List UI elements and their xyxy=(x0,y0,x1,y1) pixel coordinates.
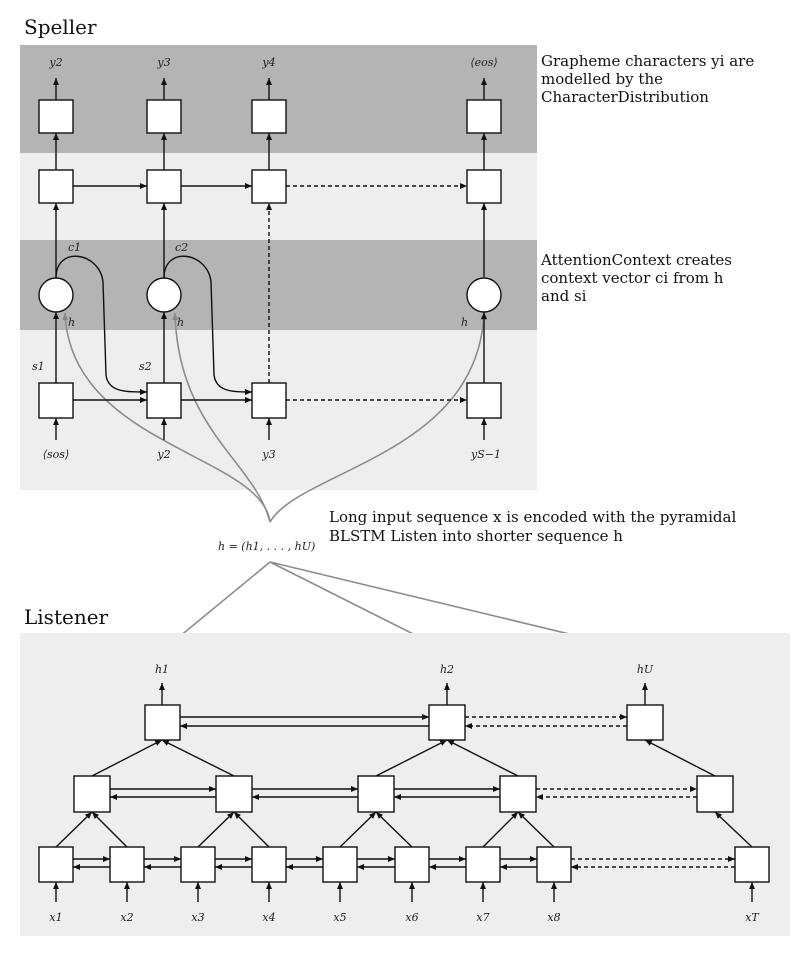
note-line: context vector ci from h xyxy=(541,269,724,287)
h-sequence-label: h = (h1, . . . , hU) xyxy=(218,540,315,553)
listener-connections xyxy=(53,683,755,902)
speller-upper-lstm-box xyxy=(38,169,74,204)
speller-upper-lstm-box xyxy=(466,169,502,204)
encoder-note: Long input sequence x is encoded with th… xyxy=(329,508,736,545)
attention-note: AttentionContext creates context vector … xyxy=(540,251,732,305)
speller-band-attention xyxy=(20,240,537,330)
speller-lower-lstm-box xyxy=(146,382,182,419)
listener-mid-layer xyxy=(73,775,734,813)
speller-input-label: y2 xyxy=(156,448,170,461)
listener-output-label: h2 xyxy=(440,663,454,676)
speller-output-label: y3 xyxy=(156,56,170,69)
listener-input-label: x7 xyxy=(476,911,489,924)
listener-output-label: hU xyxy=(637,663,654,676)
note-line: AttentionContext creates xyxy=(540,251,732,269)
listener-blstm-box xyxy=(536,846,572,883)
note-line: CharacterDistribution xyxy=(541,88,709,106)
listener-input-label: x3 xyxy=(191,911,204,924)
context-label: c2 xyxy=(175,241,188,254)
speller-output-label: y4 xyxy=(261,56,275,69)
speller-upper-lstm-box xyxy=(146,169,182,204)
speller-output-box xyxy=(38,99,74,134)
listener-input-label: x4 xyxy=(262,911,275,924)
speller-input-labels: ⟨sos⟩ y2 y3 yS−1 xyxy=(43,448,501,461)
speller-output-layer xyxy=(38,99,502,134)
listener-blstm-box xyxy=(215,775,253,813)
speller-attention-layer xyxy=(38,277,502,313)
listener-blstm-box xyxy=(696,775,734,813)
listener-blstm-box xyxy=(499,775,537,813)
listener-to-attention-arrows xyxy=(62,312,487,523)
state-label: s2 xyxy=(139,360,152,373)
listener-input-label: x8 xyxy=(547,911,560,924)
speller-input-label: y3 xyxy=(261,448,275,461)
speller-upper-lstm-layer xyxy=(38,169,502,204)
state-labels: s1 s2 xyxy=(32,360,152,373)
listener-output-labels: h1 h2 hU xyxy=(155,663,654,676)
listener-input-label: x2 xyxy=(120,911,133,924)
speller-input-label: ⟨sos⟩ xyxy=(43,448,70,461)
listener-blstm-box xyxy=(38,846,74,883)
speller-output-label: ⟨eos⟩ xyxy=(470,56,497,69)
h-ref-label: h xyxy=(68,316,75,329)
note-line: and si xyxy=(541,287,587,305)
listener-blstm-box xyxy=(109,846,145,883)
speller-lower-lstm-box xyxy=(251,382,287,419)
listener-input-labels: x1 x2 x3 x4 x5 x6 x7 x8 xT xyxy=(49,911,760,924)
speller-upper-lstm-box xyxy=(251,169,287,204)
listener-blstm-box xyxy=(357,775,395,813)
listener-input-label: x1 xyxy=(49,911,62,924)
speller-lower-lstm-layer xyxy=(38,382,502,419)
listener-input-label: x6 xyxy=(405,911,418,924)
note-line: BLSTM Listen into shorter sequence h xyxy=(329,527,623,545)
listener-input-label: x5 xyxy=(333,911,346,924)
listener-blstm-box xyxy=(73,775,111,813)
attention-node xyxy=(466,277,502,313)
speller-connections xyxy=(53,78,487,440)
listener-blstm-box xyxy=(626,704,664,741)
listener-blstm-box xyxy=(428,704,466,741)
listener-blstm-box xyxy=(251,846,287,883)
attention-context-labels: c1 c2 xyxy=(68,241,188,254)
listener-output-label: h1 xyxy=(155,663,169,676)
state-label: s1 xyxy=(32,360,45,373)
listener-blstm-box xyxy=(394,846,430,883)
note-line: Long input sequence x is encoded with th… xyxy=(329,508,736,526)
listener-blstm-box xyxy=(144,704,181,741)
listener-panel xyxy=(20,633,790,936)
attention-node xyxy=(146,277,182,313)
speller-band-output xyxy=(20,45,537,153)
listener-input-label: xT xyxy=(745,911,760,924)
speller-output-box xyxy=(466,99,502,134)
listener-top-layer xyxy=(144,704,664,741)
context-label: c1 xyxy=(68,241,81,254)
speller-output-labels: y2 y3 y4 ⟨eos⟩ xyxy=(48,56,497,69)
h-ref-label: h xyxy=(461,316,468,329)
speller-output-box xyxy=(251,99,287,134)
listener-blstm-box xyxy=(322,846,358,883)
listener-title: Listener xyxy=(24,605,109,629)
listener-blstm-box xyxy=(734,846,770,883)
speller-output-box xyxy=(146,99,182,134)
speller-lower-lstm-box xyxy=(466,382,502,419)
listener-blstm-box xyxy=(180,846,216,883)
speller-lower-lstm-box xyxy=(38,382,74,419)
speller-output-label: y2 xyxy=(48,56,62,69)
speller-input-label: yS−1 xyxy=(470,448,501,461)
grapheme-note: Grapheme characters yi are modelled by t… xyxy=(541,52,754,106)
note-line: Grapheme characters yi are xyxy=(541,52,754,70)
attention-node xyxy=(38,277,74,313)
listener-blstm-box xyxy=(465,846,501,883)
note-line: modelled by the xyxy=(541,70,663,88)
speller-title: Speller xyxy=(24,15,97,39)
h-ref-label: h xyxy=(177,316,184,329)
listener-bottom-layer xyxy=(38,846,770,883)
listener-ref-labels: h h h xyxy=(68,316,468,329)
